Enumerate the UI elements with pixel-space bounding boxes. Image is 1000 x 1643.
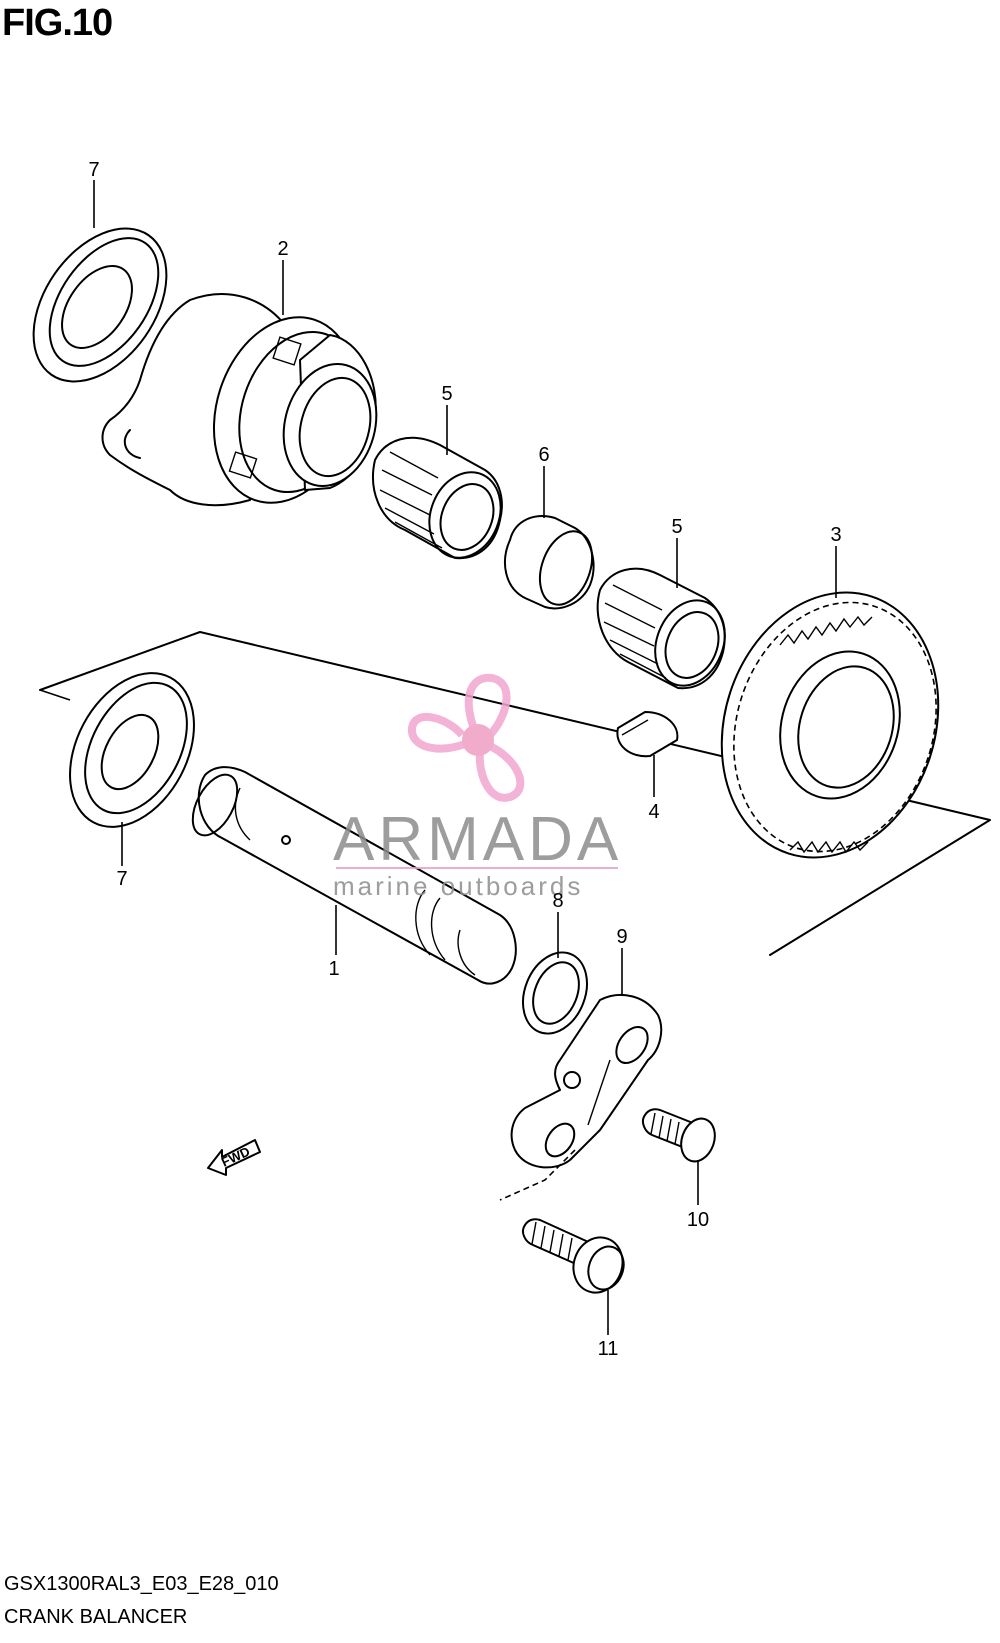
callout-1: 1 bbox=[328, 958, 339, 980]
watermark-tagline: marine outboards bbox=[333, 871, 583, 901]
callout-8: 8 bbox=[552, 890, 563, 912]
assembly-outline bbox=[39, 631, 991, 956]
callout-5-lower: 5 bbox=[671, 516, 682, 538]
part-9-lever[interactable] bbox=[510, 994, 663, 1169]
callout-4: 4 bbox=[648, 801, 659, 823]
armada-watermark: ARMADA marine outboards bbox=[333, 673, 622, 901]
callout-2: 2 bbox=[277, 238, 288, 260]
part-4-key[interactable] bbox=[616, 711, 679, 758]
part-7-lower-bearing[interactable] bbox=[45, 652, 219, 848]
callout-3: 3 bbox=[830, 524, 841, 546]
diagram-name: CRANK BALANCER bbox=[4, 1606, 188, 1628]
callout-10: 10 bbox=[687, 1209, 709, 1231]
part-8-washer[interactable] bbox=[511, 943, 598, 1043]
part-5-lower-needle-bearing[interactable] bbox=[596, 567, 737, 696]
callout-9: 9 bbox=[616, 926, 627, 948]
watermark-name: ARMADA bbox=[333, 805, 622, 874]
propeller-logo-icon bbox=[408, 673, 525, 802]
part-10-bolt[interactable] bbox=[642, 1108, 721, 1166]
diagram-code: GSX1300RAL3_E03_E28_010 bbox=[4, 1573, 279, 1595]
part-2-balancer-weight[interactable] bbox=[101, 293, 390, 521]
part-6-spacer[interactable] bbox=[504, 515, 602, 612]
diagram-footer: GSX1300RAL3_E03_E28_010 CRANK BALANCER bbox=[4, 1568, 279, 1634]
callout-6: 6 bbox=[538, 444, 549, 466]
part-1-balancer-shaft[interactable] bbox=[184, 766, 517, 985]
arrow-left-icon bbox=[207, 1139, 261, 1176]
fwd-direction-marker: FWD bbox=[207, 1139, 261, 1176]
part-5-upper-needle-bearing[interactable] bbox=[372, 436, 513, 569]
callouts: 7 2 5 6 5 3 4 7 1 8 9 10 11 bbox=[88, 159, 841, 1360]
part-11-bolt[interactable] bbox=[522, 1218, 630, 1299]
alignment-guide bbox=[499, 1149, 576, 1201]
callout-5-upper: 5 bbox=[441, 383, 452, 405]
callout-11: 11 bbox=[598, 1338, 619, 1360]
fwd-label: FWD bbox=[219, 1144, 252, 1170]
callout-7-lower: 7 bbox=[116, 868, 127, 890]
callout-7-upper: 7 bbox=[88, 159, 99, 181]
part-3-balancer-gear[interactable] bbox=[688, 564, 971, 886]
part-7-upper-bearing[interactable] bbox=[6, 204, 194, 406]
figure-title: FIG.10 bbox=[2, 2, 113, 44]
